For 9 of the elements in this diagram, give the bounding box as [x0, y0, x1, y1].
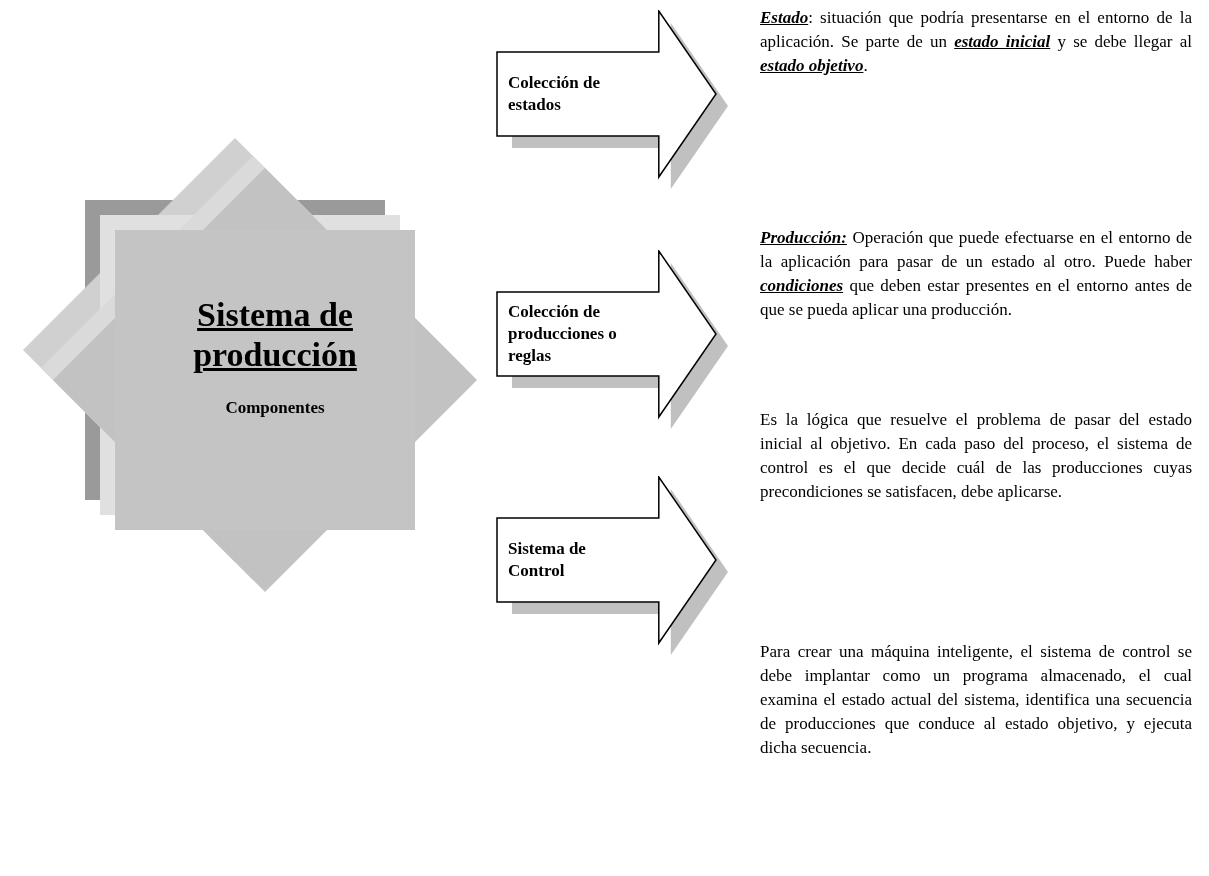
arrow-label: Colección de estados — [508, 72, 602, 116]
star-title: Sistema de producción — [192, 295, 358, 375]
description-paragraph: Producción: Operación que puede efectuarse en el entorno de la aplicación para pasar de un estado al otro. Puede haber condiciones que deben estar presentes en el entorno antes de que se pueda aplicar una producción. — [760, 227, 1192, 321]
star-subtitle: Componentes — [225, 397, 325, 419]
description-paragraph: Es la lógica que resuelve el problema de pasar del estado inicial al objetivo. En cada paso del proceso, el sistema de control es el que decide cuál de las producciones cuyas precondiciones se satisfacen, debe aplicarse. — [760, 409, 1192, 503]
description-paragraph: Para crear una máquina inteligente, el sistema de control se debe implantar como un programa almacenado, el cual examina el estado actual del sistema, identifica una secuencia de producciones que conduce al estado objetivo, y ejecuta dicha secuencia. — [760, 641, 1192, 759]
arrow-label: Sistema de Control — [508, 538, 587, 582]
description-paragraph: Estado: situación que podría presentarse en el entorno de la aplicación. Se parte de un estado inicial y se debe llegar al estado objetivo. — [760, 7, 1192, 77]
arrow-label: Colección de producciones o reglas — [508, 301, 618, 367]
